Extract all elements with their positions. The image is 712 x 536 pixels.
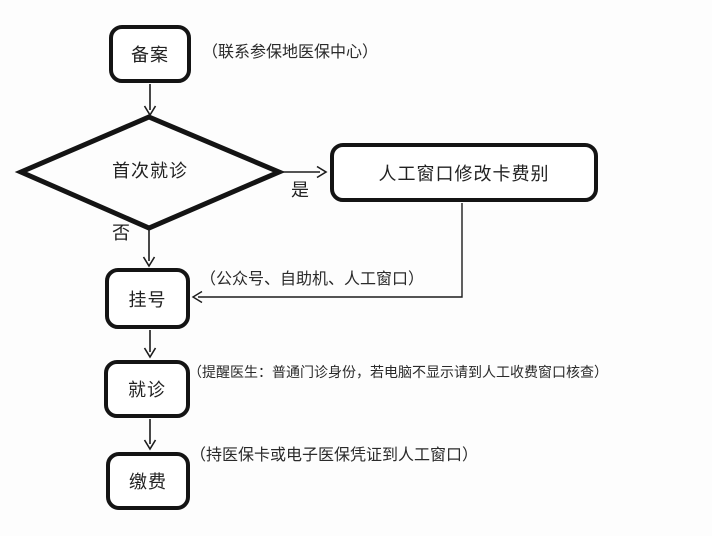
node-pay-label: 缴费: [129, 472, 167, 492]
node-beian-label: 备案: [131, 45, 169, 65]
arrowhead-right-icon: [316, 165, 328, 179]
decision-diamond-shape: [14, 114, 286, 231]
annotation-beian: （联系参保地医保中心）: [202, 44, 379, 61]
arrowhead-down-icon: [143, 347, 157, 359]
annotation-pay: （持医保卡或电子医保凭证到人工窗口）: [190, 447, 479, 464]
arrowhead-down-icon: [143, 105, 157, 117]
node-modify-card-label: 人工窗口修改卡费别: [378, 163, 550, 184]
node-register-label: 挂号: [128, 289, 167, 310]
annotation-register: （公众号、自助机、人工窗口）: [200, 271, 425, 288]
node-pay: 缴费: [106, 452, 190, 510]
connector-modify-to-register: [198, 203, 463, 298]
node-see-doctor-label: 就诊: [128, 380, 166, 400]
arrowhead-left-icon: [191, 290, 203, 304]
annotation-see-doctor: （提醒医生：普通门诊身份，若电脑不显示请到人工收费窗口核查）: [188, 364, 608, 380]
node-first-visit-label: 首次就诊: [112, 161, 188, 181]
node-see-doctor: 就诊: [104, 360, 190, 418]
arrowhead-down-icon: [143, 439, 157, 451]
node-beian: 备案: [109, 25, 191, 83]
node-register: 挂号: [105, 268, 190, 329]
branch-label-yes: 是: [291, 180, 309, 200]
node-modify-card: 人工窗口修改卡费别: [330, 143, 598, 202]
branch-label-no: 否: [112, 223, 130, 243]
arrowhead-down-icon: [142, 256, 156, 268]
